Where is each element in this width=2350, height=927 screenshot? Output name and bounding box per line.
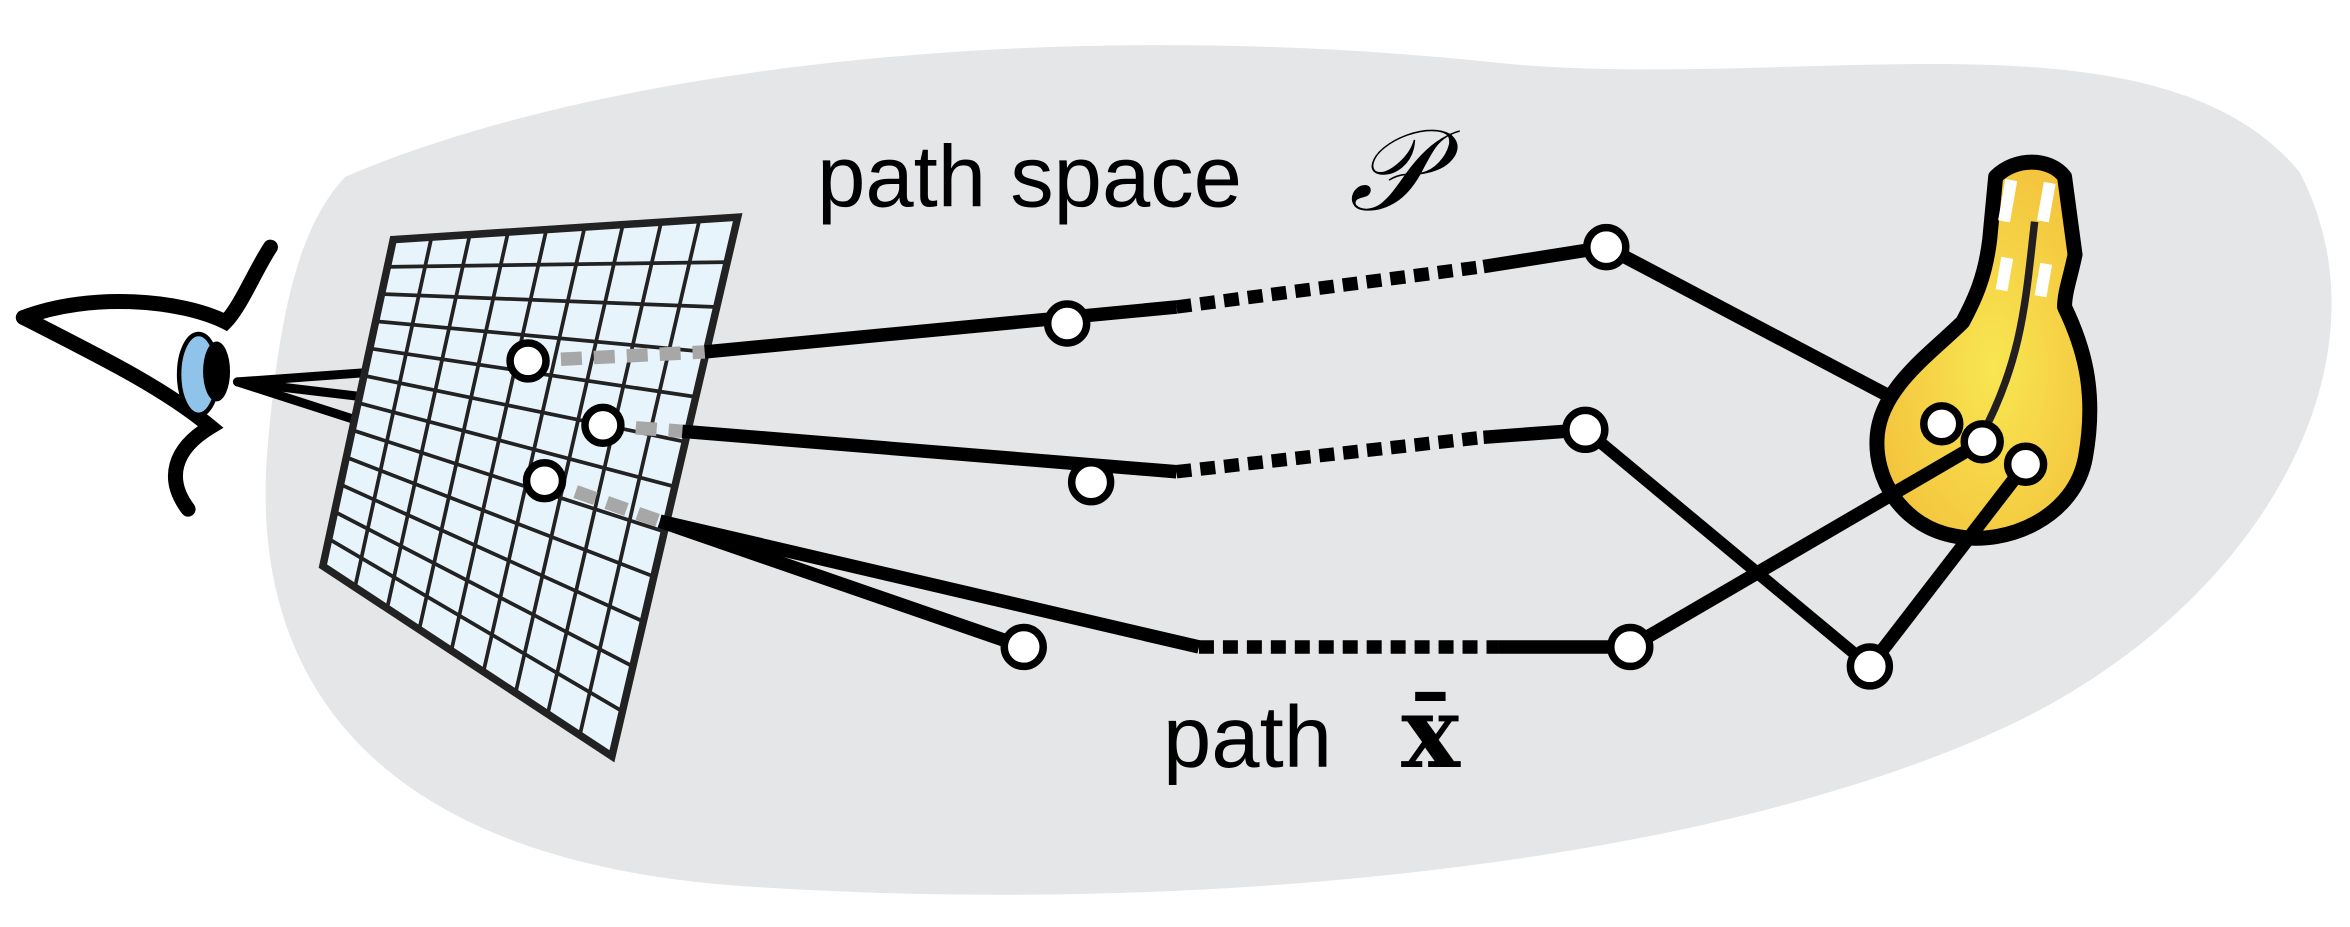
vertex bbox=[1607, 623, 1654, 671]
vertex bbox=[1043, 300, 1091, 347]
grid-line bbox=[375, 319, 707, 354]
path-space-region bbox=[265, 45, 2332, 895]
light-bulb-icon bbox=[1869, 154, 2098, 546]
path-space-label: path space bbox=[817, 129, 1242, 226]
vertex bbox=[1000, 623, 1047, 671]
grid-line bbox=[327, 537, 624, 713]
vertex bbox=[1920, 402, 1964, 446]
grid-line bbox=[345, 455, 655, 579]
vertex bbox=[1583, 223, 1630, 271]
path-vertices bbox=[506, 223, 2048, 690]
grid-line bbox=[333, 510, 634, 669]
eye-icon bbox=[15, 239, 278, 517]
grid-line bbox=[339, 482, 645, 624]
grid-line bbox=[381, 292, 717, 309]
vertex bbox=[1067, 459, 1115, 506]
vertex bbox=[581, 403, 625, 448]
vertex bbox=[506, 339, 550, 383]
vertex bbox=[1846, 643, 1894, 690]
grid-line bbox=[387, 260, 728, 269]
path-symbol: x̄ bbox=[1401, 675, 1461, 791]
vertex bbox=[1562, 406, 1609, 454]
vertex bbox=[2003, 442, 2048, 486]
vertex bbox=[1960, 420, 2004, 464]
grid-line bbox=[357, 401, 676, 489]
grid-line bbox=[363, 373, 686, 444]
grid-line bbox=[351, 428, 665, 534]
vertex bbox=[522, 459, 567, 503]
path-label: path bbox=[1163, 689, 1332, 786]
